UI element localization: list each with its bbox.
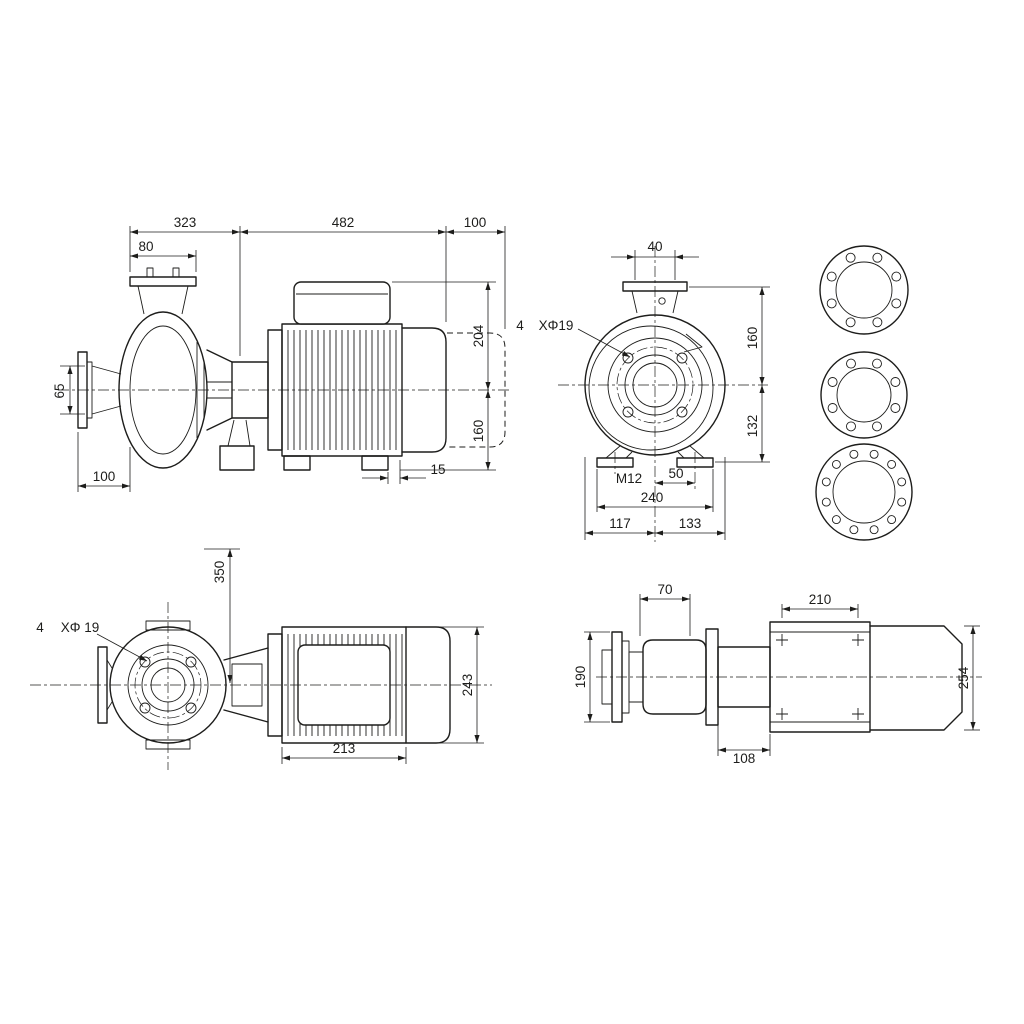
side-dim-15: 15 [430,462,445,477]
motor-outline [869,625,963,731]
bolt-hole [676,352,688,364]
front-dim-117: 117 [609,516,631,531]
terminal-box [293,281,391,325]
bolt-leader [96,633,148,662]
pump-feet-front [596,445,714,490]
motor-foot-front [283,455,311,471]
side-dim-204: 204 [471,324,486,347]
front-thread-m12: M12 [616,471,642,486]
bolt-hole [676,406,688,418]
front-bolt-spec: XΦ19 [539,318,574,333]
front-dimensions: 40 4 XΦ19 160 132 M12 50 240 117 133 [516,239,770,540]
motor-foot-rear [361,455,389,471]
side-dim-100-top: 100 [464,215,487,230]
side-dimensions: 323 482 100 80 65 204 160 100 15 [52,215,506,492]
front-dim-132: 132 [745,415,760,438]
base-dim-190: 190 [573,666,588,689]
base-dim-254: 254 [956,666,971,689]
plan-dim-350: 350 [212,561,227,584]
plan-dimensions: 350 4 XΦ 19 243 213 [36,548,484,764]
bolt-hole [139,656,151,668]
front-dim-50: 50 [668,466,683,481]
front-dim-40: 40 [647,239,662,254]
side-view: 323 482 100 80 65 204 160 100 15 [52,215,512,492]
front-bolt-count: 4 [516,318,524,333]
discharge-flange [129,267,197,315]
bolt-hole [185,702,197,714]
flange-middle [820,351,908,439]
base-dim-70: 70 [657,582,672,597]
plan-dim-243: 243 [460,674,475,697]
base-dim-210: 210 [809,592,832,607]
bolt-leader [577,328,631,358]
side-dim-323: 323 [174,215,197,230]
side-dim-80: 80 [138,239,153,254]
plan-bolt-spec: XΦ 19 [61,620,100,635]
bolt-hole [139,702,151,714]
front-view: 40 4 XΦ19 160 132 M12 50 240 117 133 [516,239,770,542]
plan-view: 350 4 XΦ 19 243 213 [30,548,492,770]
counter-flanges [815,245,913,541]
front-dim-240: 240 [641,490,664,505]
plan-bolt-count: 4 [36,620,44,635]
bolt-hole [185,656,197,668]
front-dim-133: 133 [679,516,702,531]
base-dimensions: 70 210 190 254 108 [573,582,980,766]
bearing-bracket [206,349,269,471]
base-dim-108: 108 [733,751,756,766]
front-dim-160: 160 [745,327,760,350]
side-dim-160: 160 [471,420,486,443]
base-view: 70 210 190 254 108 [573,582,982,766]
bolt-hole [622,406,634,418]
flange-bottom [815,443,913,541]
side-dim-482: 482 [332,215,355,230]
side-dim-65: 65 [52,383,67,398]
side-dim-100-bottom: 100 [93,469,116,484]
flange-top [819,245,909,335]
motor [267,281,506,471]
mounting-hole-marks [776,634,864,720]
plan-dim-213: 213 [333,741,356,756]
cutwater [683,333,703,353]
